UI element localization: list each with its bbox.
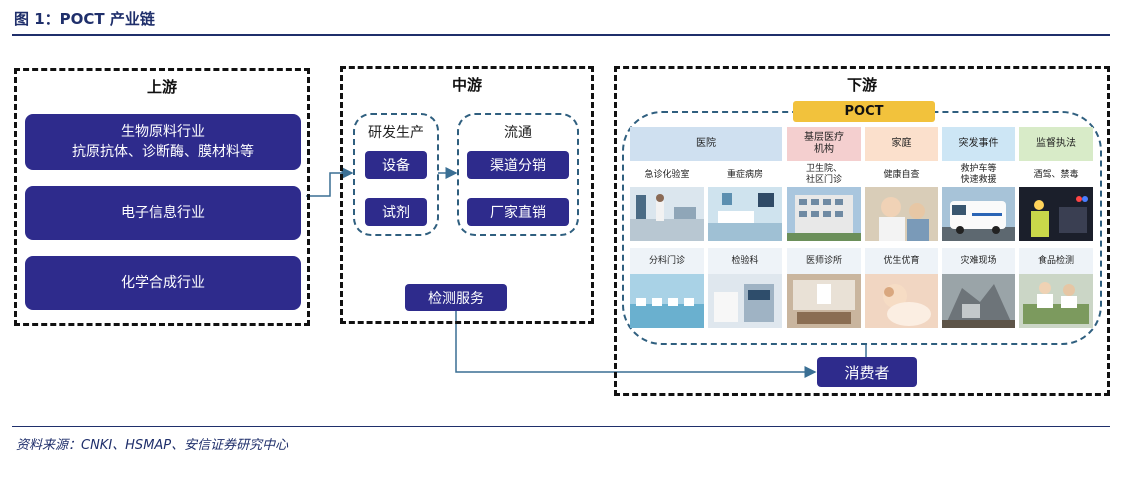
- cell-food-testing: 食品检测: [1019, 248, 1093, 330]
- cell-label: 食品检测: [1019, 248, 1093, 274]
- cell-label: 卫生院、 社区门诊: [805, 164, 842, 185]
- rd-title: 研发生产: [368, 125, 424, 141]
- downstream-box: [614, 66, 1110, 396]
- header-emergency: 突发事件: [942, 127, 1015, 161]
- photo-outpatient: [630, 274, 704, 328]
- cell-label: 优生优育: [865, 248, 938, 274]
- cell-township-clinic: 卫生院、 社区门诊: [787, 163, 861, 243]
- distribution-item-channel: 渠道分销: [467, 151, 569, 179]
- cell-label: 重症病房: [726, 169, 763, 180]
- photo-icu: [708, 187, 782, 241]
- upstream-box: [14, 68, 310, 326]
- header-law-enforcement: 监督执法: [1019, 127, 1093, 161]
- photo-disaster-site: [942, 274, 1015, 328]
- distribution-item-direct: 厂家直销: [467, 198, 569, 226]
- cell-label: 救护车等 快速救援: [960, 164, 997, 185]
- source-divider: [12, 426, 1110, 427]
- cell-doctor-clinic: 医师诊所: [787, 248, 861, 330]
- rd-item-equipment: 设备: [365, 151, 427, 179]
- distribution-title: 流通: [504, 125, 532, 141]
- header-home: 家庭: [865, 127, 938, 161]
- consumer-box: 消费者: [817, 357, 917, 387]
- photo-lab-dept: [708, 274, 782, 328]
- downstream-title: 下游: [846, 76, 877, 94]
- photo-ambulance: [942, 187, 1015, 241]
- cell-label: 急诊化验室: [644, 169, 690, 180]
- photo-home-health: [865, 187, 938, 241]
- distribution-group: [457, 113, 579, 236]
- photo-er-lab: [630, 187, 704, 241]
- title-divider: [12, 34, 1110, 36]
- midstream-title: 中游: [451, 76, 482, 94]
- cell-prenatal: 优生优育: [865, 248, 938, 330]
- header-hospital: 医院: [630, 127, 782, 161]
- rd-group: [353, 113, 439, 236]
- cell-ambulance: 救护车等 快速救援: [942, 163, 1015, 243]
- cell-label: 分科门诊: [630, 248, 704, 274]
- source-note: 资料来源：CNKI、HSMAP、安信证券研究中心: [16, 438, 289, 453]
- cell-disaster-site: 灾难现场: [942, 248, 1015, 330]
- cell-lab-dept: 检验科: [708, 248, 782, 330]
- testing-service: 检测服务: [405, 284, 507, 311]
- photo-prenatal: [865, 274, 938, 328]
- cell-label: 灾难现场: [942, 248, 1015, 274]
- header-primary-care: 基层医疗 机构: [787, 127, 861, 161]
- upstream-item-chemical: 化学合成行业: [25, 256, 301, 310]
- cell-label: 检验科: [708, 248, 782, 274]
- cell-er-lab: 急诊化验室: [630, 163, 704, 243]
- cell-label: 健康自查: [883, 169, 920, 180]
- figure-title: 图 1：POCT 产业链: [14, 10, 155, 28]
- photo-police-check: [1019, 187, 1093, 241]
- cell-label: 酒驾、禁毒: [1033, 169, 1079, 180]
- cell-icu: 重症病房: [708, 163, 782, 243]
- upstream-item-electronics: 电子信息行业: [25, 186, 301, 240]
- cell-outpatient: 分科门诊: [630, 248, 704, 330]
- poct-tag: POCT: [793, 101, 935, 122]
- photo-food-testing: [1019, 274, 1093, 328]
- photo-doctor-clinic: [787, 274, 861, 328]
- midstream-box: [340, 66, 594, 324]
- cell-health-check: 健康自查: [865, 163, 938, 243]
- rd-item-reagents: 试剂: [365, 198, 427, 226]
- photo-clinic-building: [787, 187, 861, 241]
- upstream-item-bio-materials: 生物原料行业 抗原抗体、诊断酶、膜材料等: [25, 114, 301, 170]
- upstream-title: 上游: [146, 78, 177, 96]
- cell-label: 医师诊所: [787, 248, 861, 274]
- cell-dui-drugs: 酒驾、禁毒: [1019, 163, 1093, 243]
